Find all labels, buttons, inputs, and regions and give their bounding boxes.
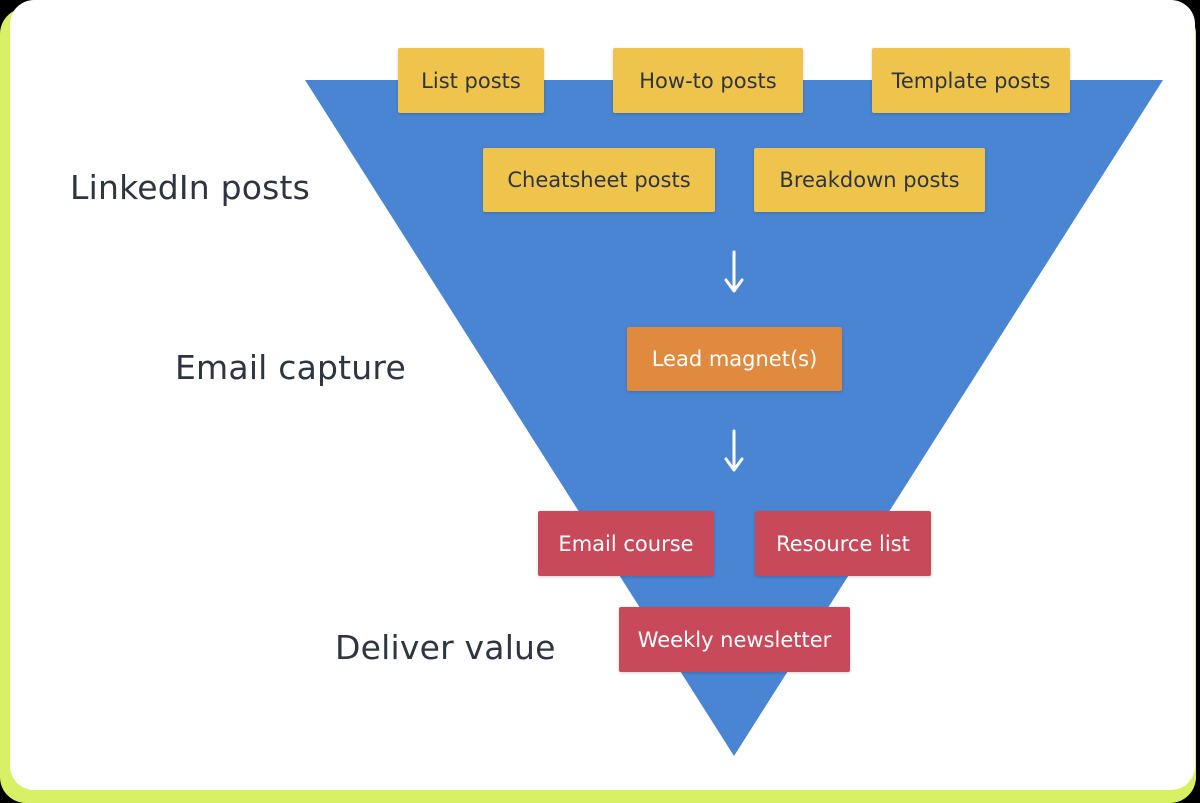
funnel-shape [305, 80, 1163, 756]
arrow-down-icon [724, 429, 744, 472]
list-posts-box: List posts [398, 48, 544, 113]
lead-magnet-box: Lead magnet(s) [627, 327, 842, 391]
stage-label-deliver-value: Deliver value [335, 628, 556, 667]
cheatsheet-posts-box: Cheatsheet posts [483, 148, 715, 212]
resource-list-box: Resource list [755, 511, 931, 576]
stage-label-linkedin-posts: LinkedIn posts [70, 168, 311, 207]
breakdown-posts-box: Breakdown posts [754, 148, 985, 212]
stage-label-email-capture: Email capture [175, 348, 406, 387]
how-to-posts-box: How-to posts [613, 48, 803, 113]
weekly-newsletter-box: Weekly newsletter [619, 607, 850, 672]
email-course-box: Email course [538, 511, 714, 576]
template-posts-box: Template posts [872, 48, 1070, 113]
arrow-down-icon [724, 250, 744, 293]
